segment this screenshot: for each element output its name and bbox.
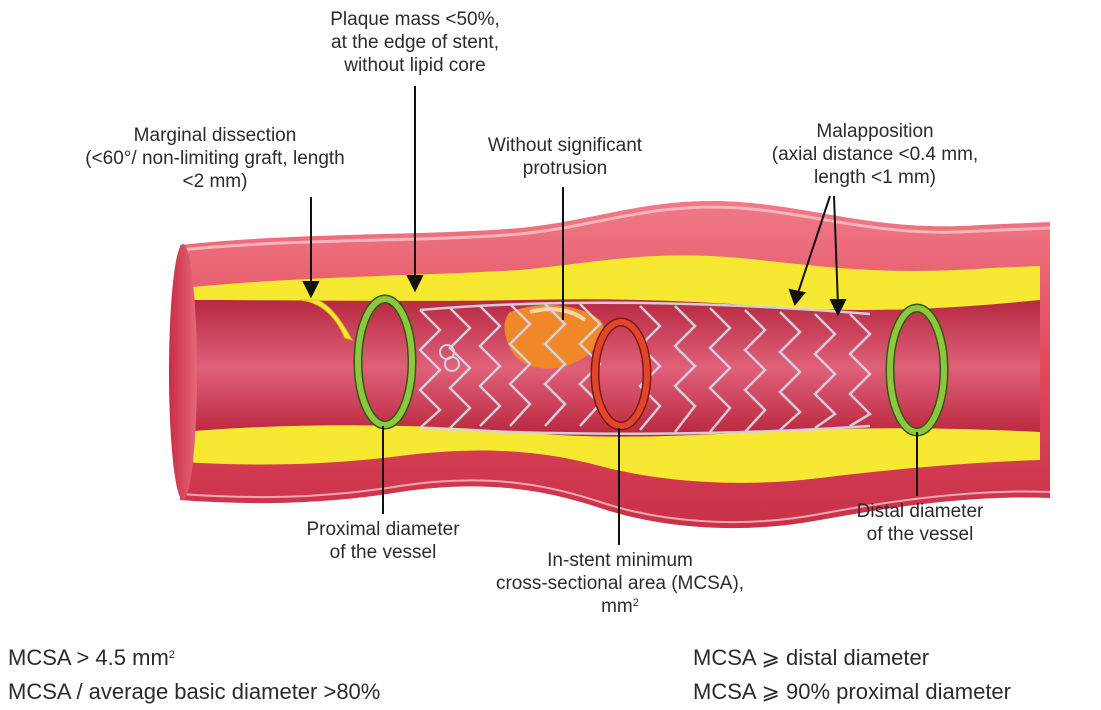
protrusion-label: Without significant protrusion [450,134,680,180]
marginal-dissection-label: Marginal dissection (<60°/ non-limiting … [55,124,375,193]
mcsa-label-unit-superscript: 2 [633,597,639,609]
criterion-mcsa-area-text: MCSA > 4.5 mm [8,645,169,670]
criterion-mcsa-area-superscript: 2 [169,649,175,661]
criterion-mcsa-ratio: MCSA / average basic diameter >80% [8,679,380,705]
plaque-mass-label: Plaque mass <50%, at the edge of stent, … [290,8,540,77]
mcsa-label-text: In-stent minimum cross-sectional area (M… [496,550,744,594]
vessel-opening [169,244,197,500]
criterion-mcsa-area: MCSA > 4.5 mm2 [8,645,175,671]
mcsa-label: In-stent minimum cross-sectional area (M… [470,549,770,618]
criterion-distal: MCSA ⩾ distal diameter [693,645,929,671]
malapposition-label: Malapposition (axial distance <0.4 mm, l… [745,120,1005,189]
criterion-proximal: MCSA ⩾ 90% proximal diameter [693,679,1011,705]
mcsa-label-unit: mm [601,596,633,617]
distal-diameter-label: Distal diameter of the vessel [820,500,1020,546]
